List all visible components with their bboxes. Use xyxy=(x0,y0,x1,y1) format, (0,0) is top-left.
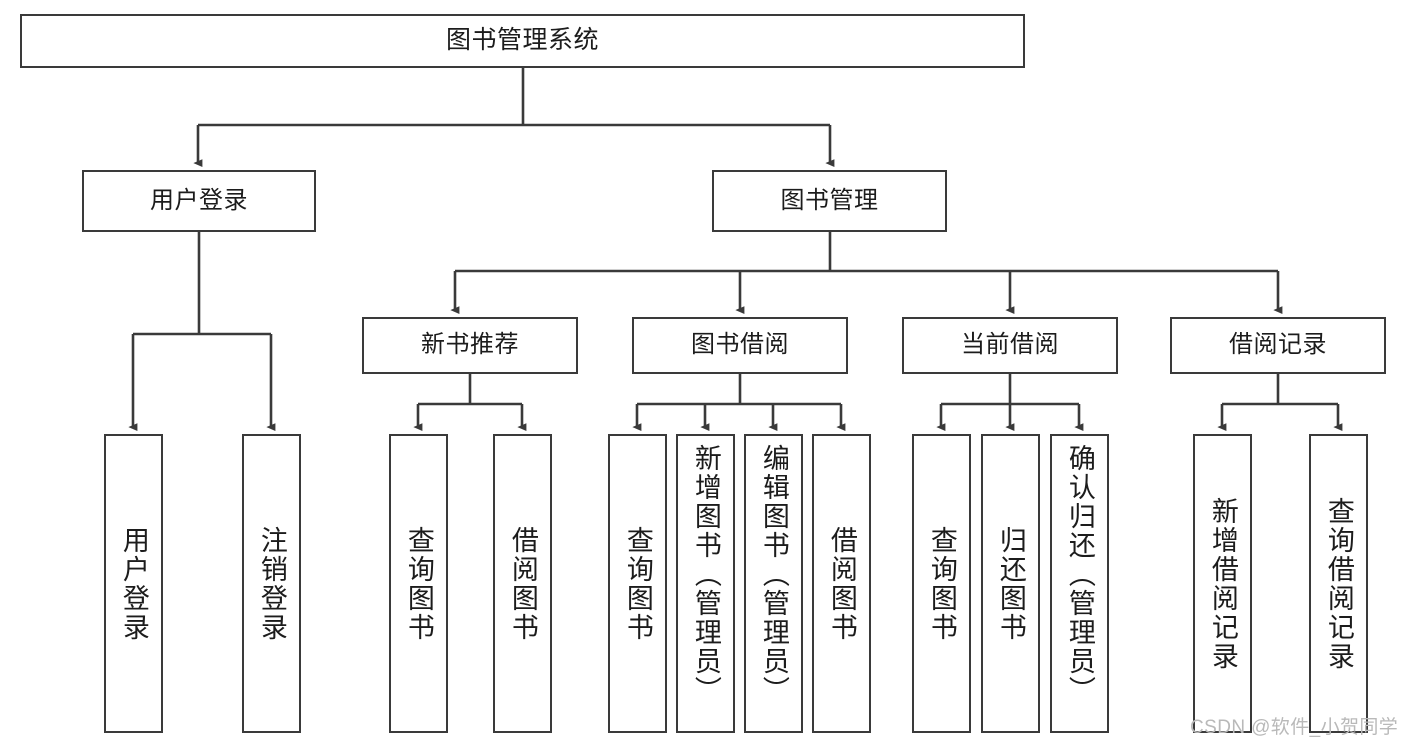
node-label: 查询图书 xyxy=(622,525,653,642)
node-label: 查询图书 xyxy=(926,525,957,642)
leaf-book-borrow-borrow-book[interactable]: 借阅图书 xyxy=(812,434,871,733)
node-label: 图书管理系统 xyxy=(445,26,599,55)
node-label: 借阅图书 xyxy=(826,525,857,642)
node-book-management[interactable]: 图书管理 xyxy=(712,170,947,232)
node-book-borrow[interactable]: 图书借阅 xyxy=(632,317,848,374)
node-label: 当前借阅 xyxy=(961,331,1059,359)
node-borrow-record[interactable]: 借阅记录 xyxy=(1170,317,1386,374)
leaf-current-borrow-confirm-return-admin[interactable]: 确认归还（管理员） xyxy=(1050,434,1109,733)
node-label: 新增借阅记录 xyxy=(1207,496,1238,671)
leaf-current-borrow-return-book[interactable]: 归还图书 xyxy=(981,434,1040,733)
leaf-new-book-query-book[interactable]: 查询图书 xyxy=(389,434,448,733)
leaf-user-login-logout[interactable]: 注销登录 xyxy=(242,434,301,733)
leaf-current-borrow-query-book[interactable]: 查询图书 xyxy=(912,434,971,733)
leaf-borrow-record-query-record[interactable]: 查询借阅记录 xyxy=(1309,434,1368,733)
node-label: 归还图书 xyxy=(995,525,1026,642)
node-label: 借阅记录 xyxy=(1229,331,1327,359)
node-label: 新增图书（管理员） xyxy=(690,444,721,705)
node-label: 查询借阅记录 xyxy=(1323,496,1354,671)
node-root-book-management-system[interactable]: 图书管理系统 xyxy=(20,14,1025,68)
leaf-user-login-login[interactable]: 用户登录 xyxy=(104,434,163,733)
node-label: 用户登录 xyxy=(150,186,248,214)
node-label: 用户登录 xyxy=(118,525,149,642)
node-label: 查询图书 xyxy=(403,525,434,642)
node-label: 图书管理 xyxy=(780,186,879,214)
node-label: 编辑图书（管理员） xyxy=(758,444,789,705)
node-label: 注销登录 xyxy=(256,525,287,642)
node-label: 图书借阅 xyxy=(691,331,789,359)
csdn-watermark: CSDN @软件_小贺同学 xyxy=(1190,717,1399,738)
leaf-new-book-borrow-book[interactable]: 借阅图书 xyxy=(493,434,552,733)
node-user-login[interactable]: 用户登录 xyxy=(82,170,316,232)
node-label: 借阅图书 xyxy=(507,525,538,642)
leaf-book-borrow-edit-book-admin[interactable]: 编辑图书（管理员） xyxy=(744,434,803,733)
leaf-book-borrow-query-book[interactable]: 查询图书 xyxy=(608,434,667,733)
leaf-borrow-record-add-record[interactable]: 新增借阅记录 xyxy=(1193,434,1252,733)
leaf-book-borrow-add-book-admin[interactable]: 新增图书（管理员） xyxy=(676,434,735,733)
node-label: 确认归还（管理员） xyxy=(1064,444,1095,705)
node-label: 新书推荐 xyxy=(421,331,519,359)
node-new-book-recommend[interactable]: 新书推荐 xyxy=(362,317,578,374)
node-current-borrow[interactable]: 当前借阅 xyxy=(902,317,1118,374)
